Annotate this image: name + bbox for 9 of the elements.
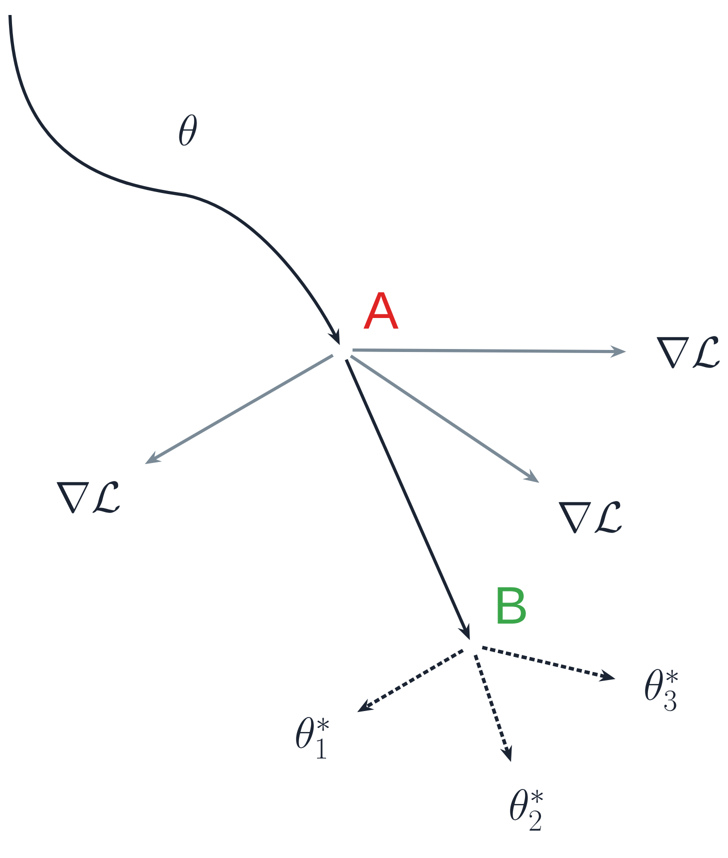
gradient-label: $\theta_3^*$: [645, 669, 678, 712]
point-label: A: [364, 292, 398, 329]
gradient-label: $\theta_1^*$: [296, 717, 329, 759]
gradient-label: $\theta_2^*$: [510, 789, 543, 831]
gradient-label: $\nabla \mathcal{L}$: [656, 336, 720, 368]
point-label: B: [498, 587, 526, 624]
edge-label: $\theta$: [179, 114, 197, 146]
gradient-label: $\nabla \mathcal{L}$: [56, 481, 120, 514]
gradient-label: $\nabla \mathcal{L}$: [558, 501, 622, 534]
